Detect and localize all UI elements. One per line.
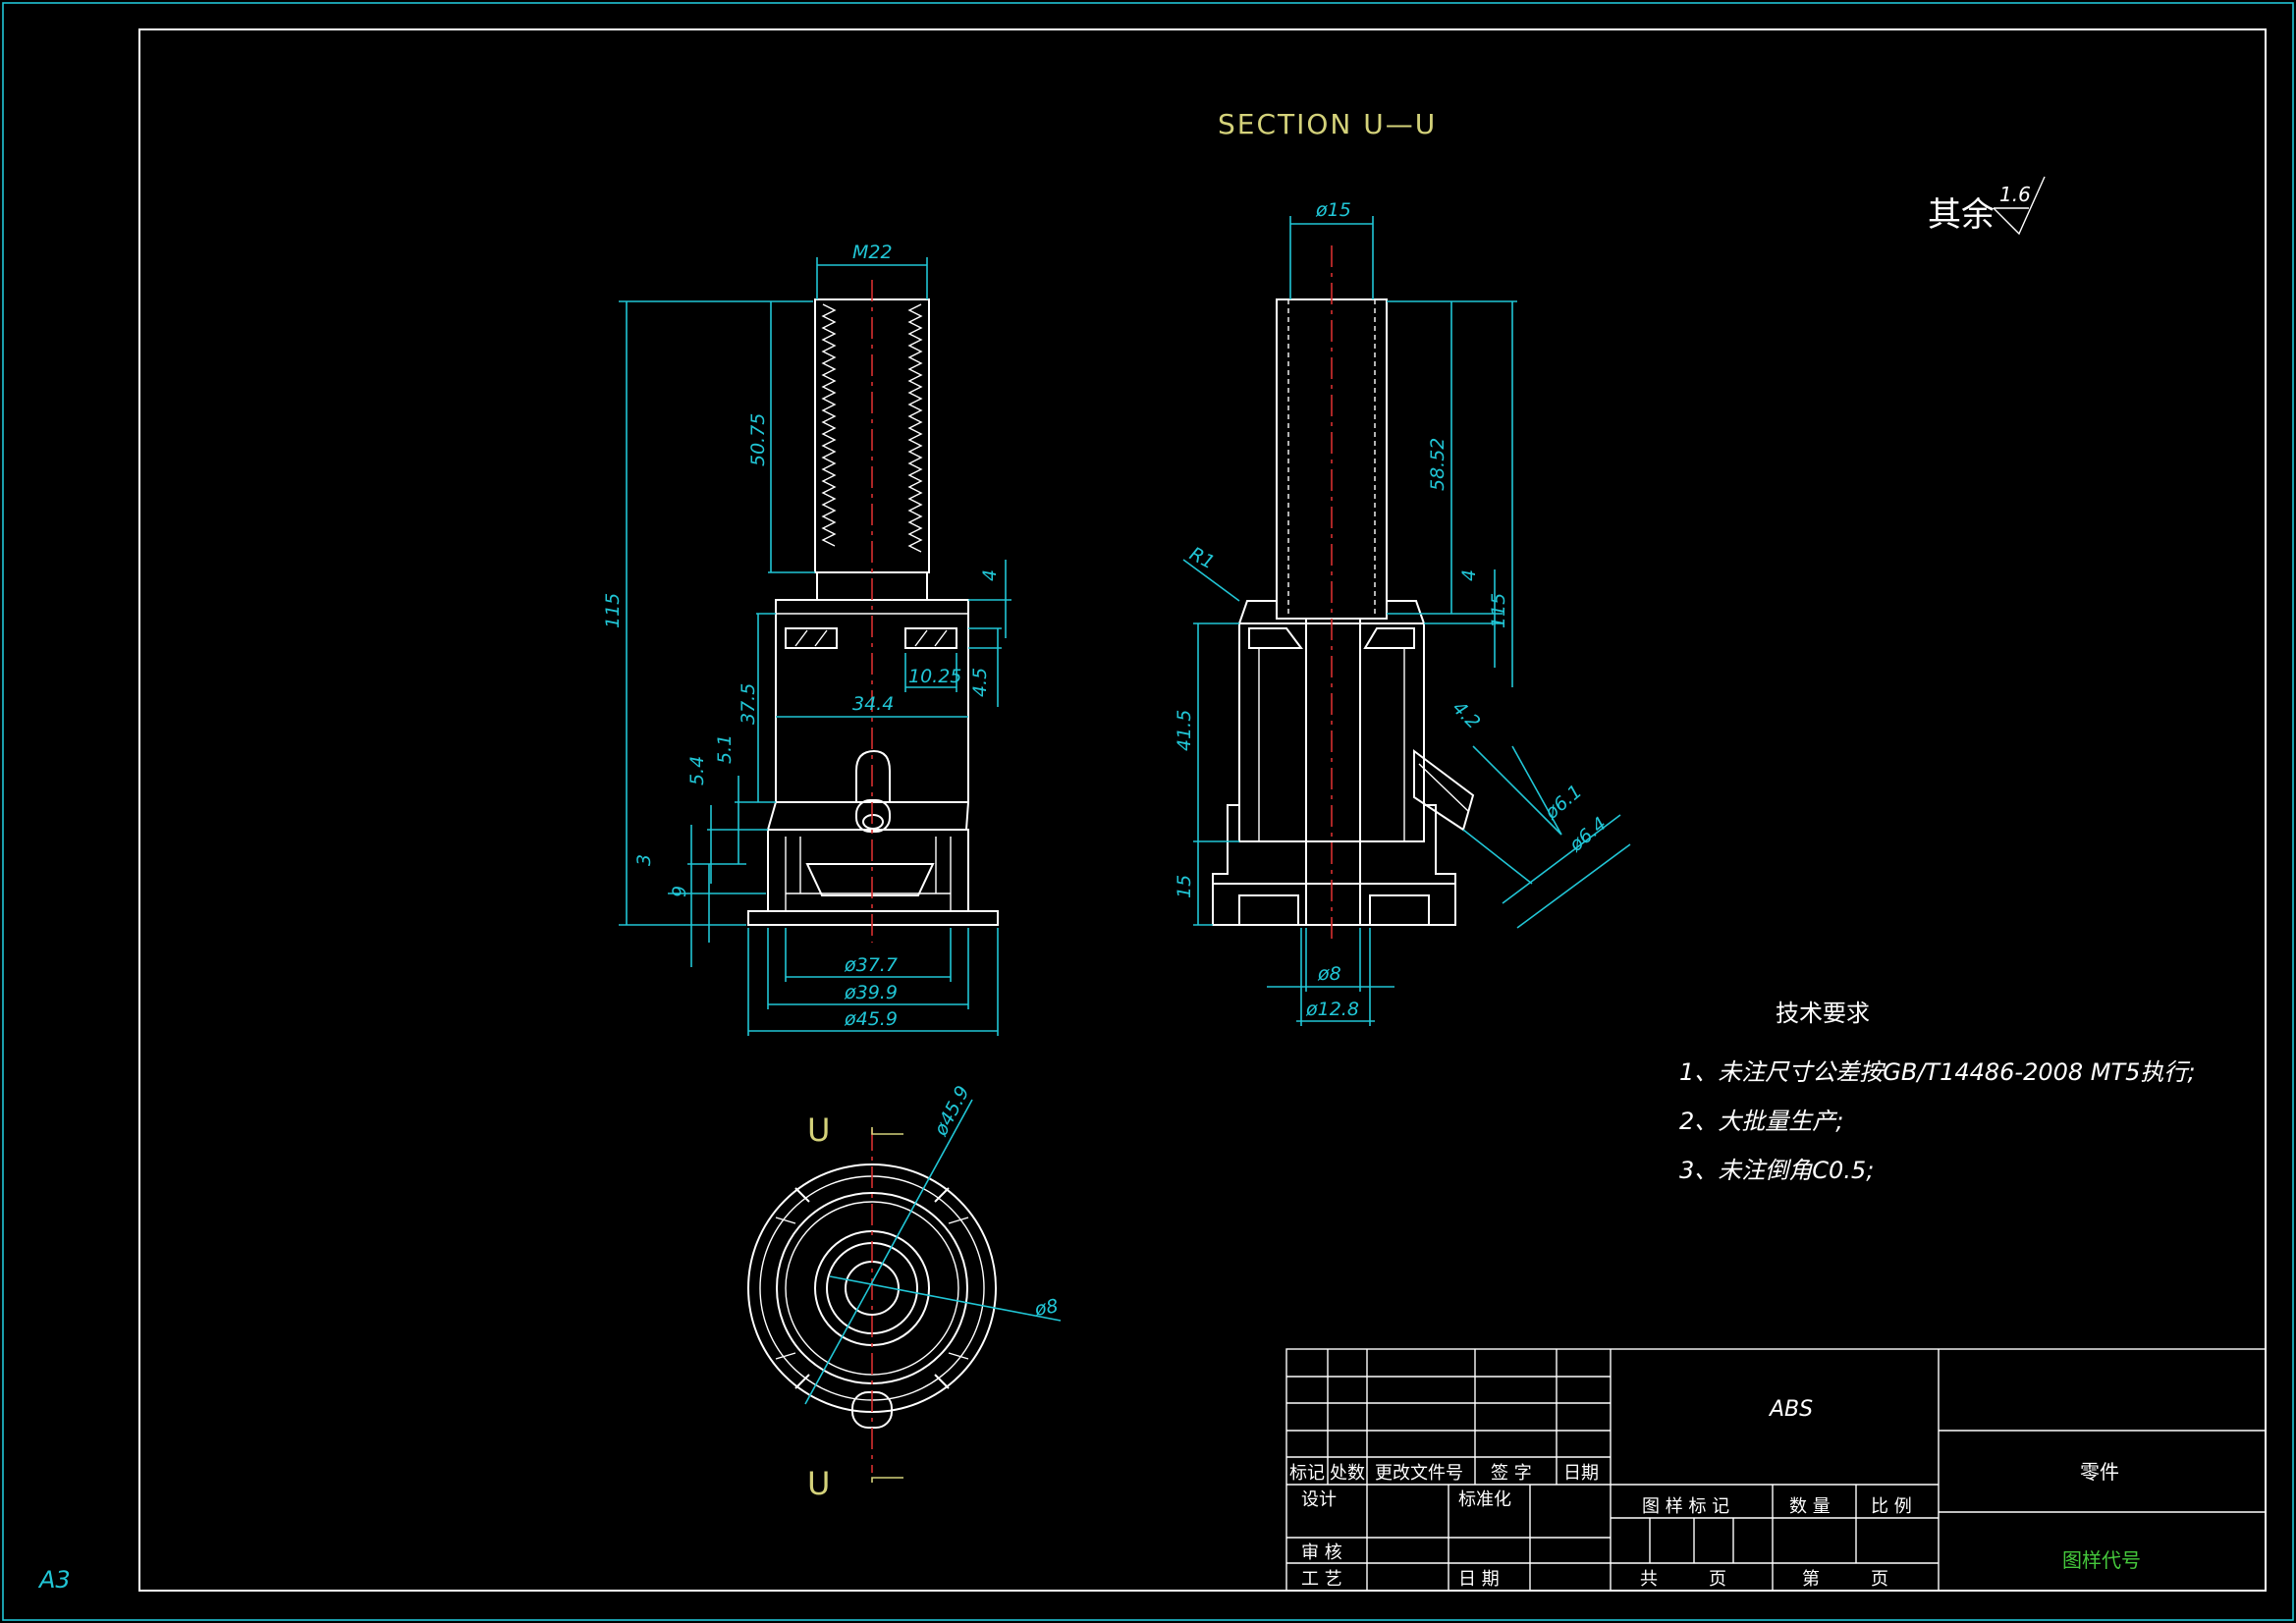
attr-total: 共 — [1640, 1569, 1658, 1590]
dim-angle: 4.2 — [1448, 697, 1484, 733]
title-block — [1285, 1348, 2267, 1592]
section-title: SECTION U—U — [1218, 108, 1437, 140]
dim-overall-height: 115 — [602, 593, 624, 628]
dim-port-d2: ø6.4 — [1564, 813, 1611, 856]
dim-base-section: 15 — [1174, 875, 1195, 898]
dim-inner-width: 34.4 — [852, 693, 894, 715]
front-dimensions: M22 115 50.75 37.5 5.1 5.4 3 9 34.4 10.2… — [602, 242, 1011, 1036]
tech-item-2: 2、大批量生产; — [1679, 1108, 1843, 1135]
rev-count: 处数 — [1330, 1463, 1365, 1484]
attr-qty: 数 量 — [1789, 1496, 1831, 1517]
dim-length1: 58.52 — [1427, 438, 1449, 491]
dim-d2: ø39.9 — [844, 982, 898, 1003]
dim-top-outer: ø45.9 — [930, 1082, 974, 1140]
dim-step2: 5.1 — [714, 734, 736, 764]
dim-port-d1: ø6.1 — [1540, 781, 1586, 824]
top-dimensions: ø45.9 ø8 — [804, 1082, 1062, 1405]
dim-bore-outer: ø12.8 — [1305, 999, 1359, 1020]
dim-thread-length: 50.75 — [747, 413, 769, 466]
section-marker-top: U — [807, 1111, 830, 1149]
dim-overall-section: 115 — [1488, 593, 1509, 628]
role-standard: 标准化 — [1458, 1489, 1511, 1510]
dim-slot-width: 10.25 — [908, 666, 961, 687]
attr-page2: 页 — [1871, 1569, 1888, 1590]
attr-page: 页 — [1709, 1569, 1726, 1590]
front-view — [747, 280, 999, 943]
part-name: 零件 — [2080, 1460, 2119, 1484]
dim-radius: R1 — [1186, 543, 1219, 573]
section-view — [1212, 245, 1475, 943]
tech-title: 技术要求 — [1776, 1000, 1870, 1027]
dim-foot2: 9 — [669, 886, 690, 897]
dim-slot-height: 4.5 — [969, 668, 991, 697]
sheet-size-label: A3 — [37, 1566, 71, 1594]
roughness-value: 1.6 — [1999, 183, 2031, 206]
rev-date: 日期 — [1563, 1463, 1599, 1484]
section-dimensions: ø15 58.52 4 115 41.5 15 R1 4.2 ø6.1 ø6.4… — [1174, 199, 1631, 1026]
dim-bore-top: ø15 — [1315, 199, 1351, 221]
tech-item-3: 3、未注倒角C0.5; — [1679, 1157, 1874, 1184]
title-block-text: 标记 处数 更改文件号 签 字 日期 设计 标准化 审 核 工 艺 日 期 图 … — [1289, 1397, 2141, 1590]
attr-scale: 比 例 — [1871, 1496, 1912, 1517]
dim-body-section: 41.5 — [1174, 710, 1195, 751]
rev-mark: 标记 — [1289, 1463, 1325, 1484]
dim-collar: 4 — [979, 569, 1001, 581]
role-date: 日 期 — [1458, 1569, 1500, 1590]
dim-body-height: 37.5 — [738, 683, 759, 725]
dim-step1: 5.4 — [686, 756, 708, 785]
role-review: 审 核 — [1301, 1542, 1342, 1563]
attr-mark: 图 样 标 记 — [1642, 1496, 1729, 1517]
material: ABS — [1768, 1397, 1813, 1422]
role-process: 工 艺 — [1301, 1569, 1342, 1590]
rev-sign: 签 字 — [1491, 1463, 1532, 1484]
attr-sheet-no: 第 — [1802, 1569, 1820, 1590]
dim-thread: M22 — [852, 242, 893, 263]
roughness-symbol-icon — [1993, 176, 2046, 236]
rev-doc: 更改文件号 — [1375, 1463, 1463, 1484]
top-view: U U — [747, 1111, 997, 1502]
role-design: 设计 — [1301, 1489, 1337, 1510]
section-marker-bottom: U — [807, 1465, 830, 1502]
dim-d3: ø45.9 — [844, 1008, 898, 1030]
dim-collar-section: 4 — [1458, 569, 1480, 581]
roughness-note: 其余 — [1928, 195, 1995, 235]
dim-bore-bottom: ø8 — [1317, 963, 1341, 985]
inner-frame — [138, 28, 2267, 1592]
drawing-code: 图样代号 — [2062, 1548, 2141, 1572]
tech-item-1: 1、未注尺寸公差按GB/T14486-2008 MT5执行; — [1679, 1058, 2196, 1086]
dim-d1: ø37.7 — [844, 954, 898, 976]
dim-top-inner: ø8 — [1032, 1295, 1060, 1321]
dim-foot1: 3 — [633, 854, 655, 866]
